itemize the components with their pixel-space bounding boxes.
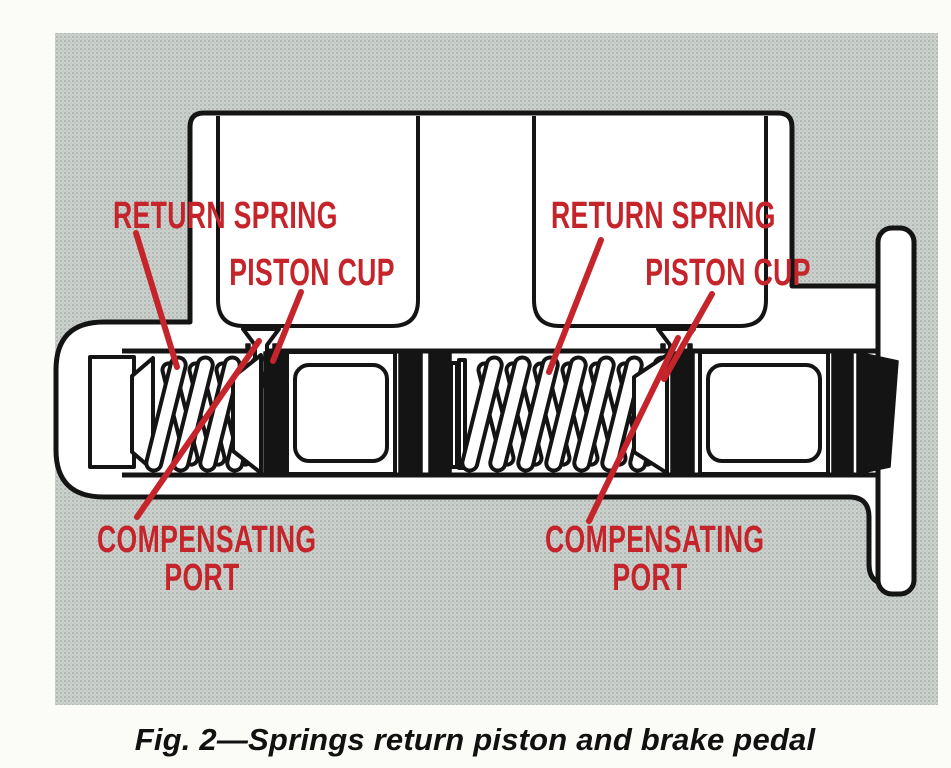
label-return-spring-left: RETURN SPRING	[113, 195, 338, 237]
leader-piston-cup-left	[270, 289, 304, 364]
secondary-piston	[285, 350, 397, 476]
spring-flare-left	[231, 353, 263, 475]
label-piston-cup-right: PISTON CUP	[645, 252, 811, 294]
leader-compensating-port-right	[586, 335, 681, 524]
leader-lines	[133, 230, 715, 524]
label-return-spring-right: RETURN SPRING	[551, 195, 776, 237]
piston-seal	[428, 351, 452, 475]
leader-piston-cup-right	[661, 291, 715, 382]
piston-seal	[398, 351, 423, 475]
piston-cup-right	[670, 351, 695, 475]
primary-piston	[698, 350, 830, 476]
bore-end-plug	[88, 355, 136, 469]
label-compensating-port-right: COMPENSATING PORT	[545, 519, 765, 599]
piston-cup-left	[263, 351, 287, 475]
flange-boot-seal	[856, 351, 899, 475]
piston-seal	[831, 351, 854, 475]
leader-return-spring-right	[546, 237, 604, 375]
leader-return-spring-left	[133, 230, 180, 370]
label-piston-cup-left: PISTON CUP	[229, 252, 395, 294]
reservoir-chamber-right	[532, 116, 768, 328]
reservoir-chamber-left	[216, 116, 420, 328]
leader-compensating-port-left	[134, 338, 262, 520]
figure-caption: Fig. 2—Springs return piston and brake p…	[134, 722, 816, 757]
label-compensating-port-left: COMPENSATING PORT	[97, 519, 317, 599]
